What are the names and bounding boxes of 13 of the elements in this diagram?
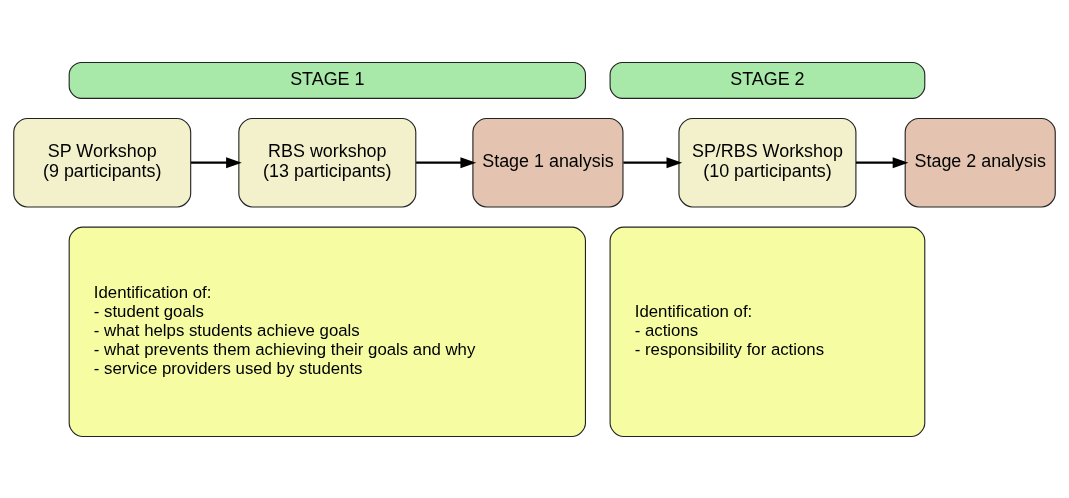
arrow [623, 156, 683, 168]
node-box: RBS workshop (13 participants) [238, 117, 417, 207]
arrow [191, 156, 242, 168]
node-box: Identification of: - actions - responsibility for actions [609, 226, 926, 437]
node-box: Stage 2 analysis [904, 117, 1056, 207]
node-box: STAGE 1 [68, 61, 586, 99]
node-box: STAGE 2 [609, 61, 926, 99]
node-box: SP/RBS Workshop (10 participants) [678, 117, 857, 207]
arrow [416, 156, 477, 168]
arrow [855, 156, 909, 168]
node-box: SP Workshop (9 participants) [13, 117, 192, 207]
node-box: Identification of: - student goals - what helps students achieve goals - what prevents them achieving their goals and why - service providers used by students [68, 226, 586, 437]
node-box: Stage 1 analysis [472, 117, 624, 207]
